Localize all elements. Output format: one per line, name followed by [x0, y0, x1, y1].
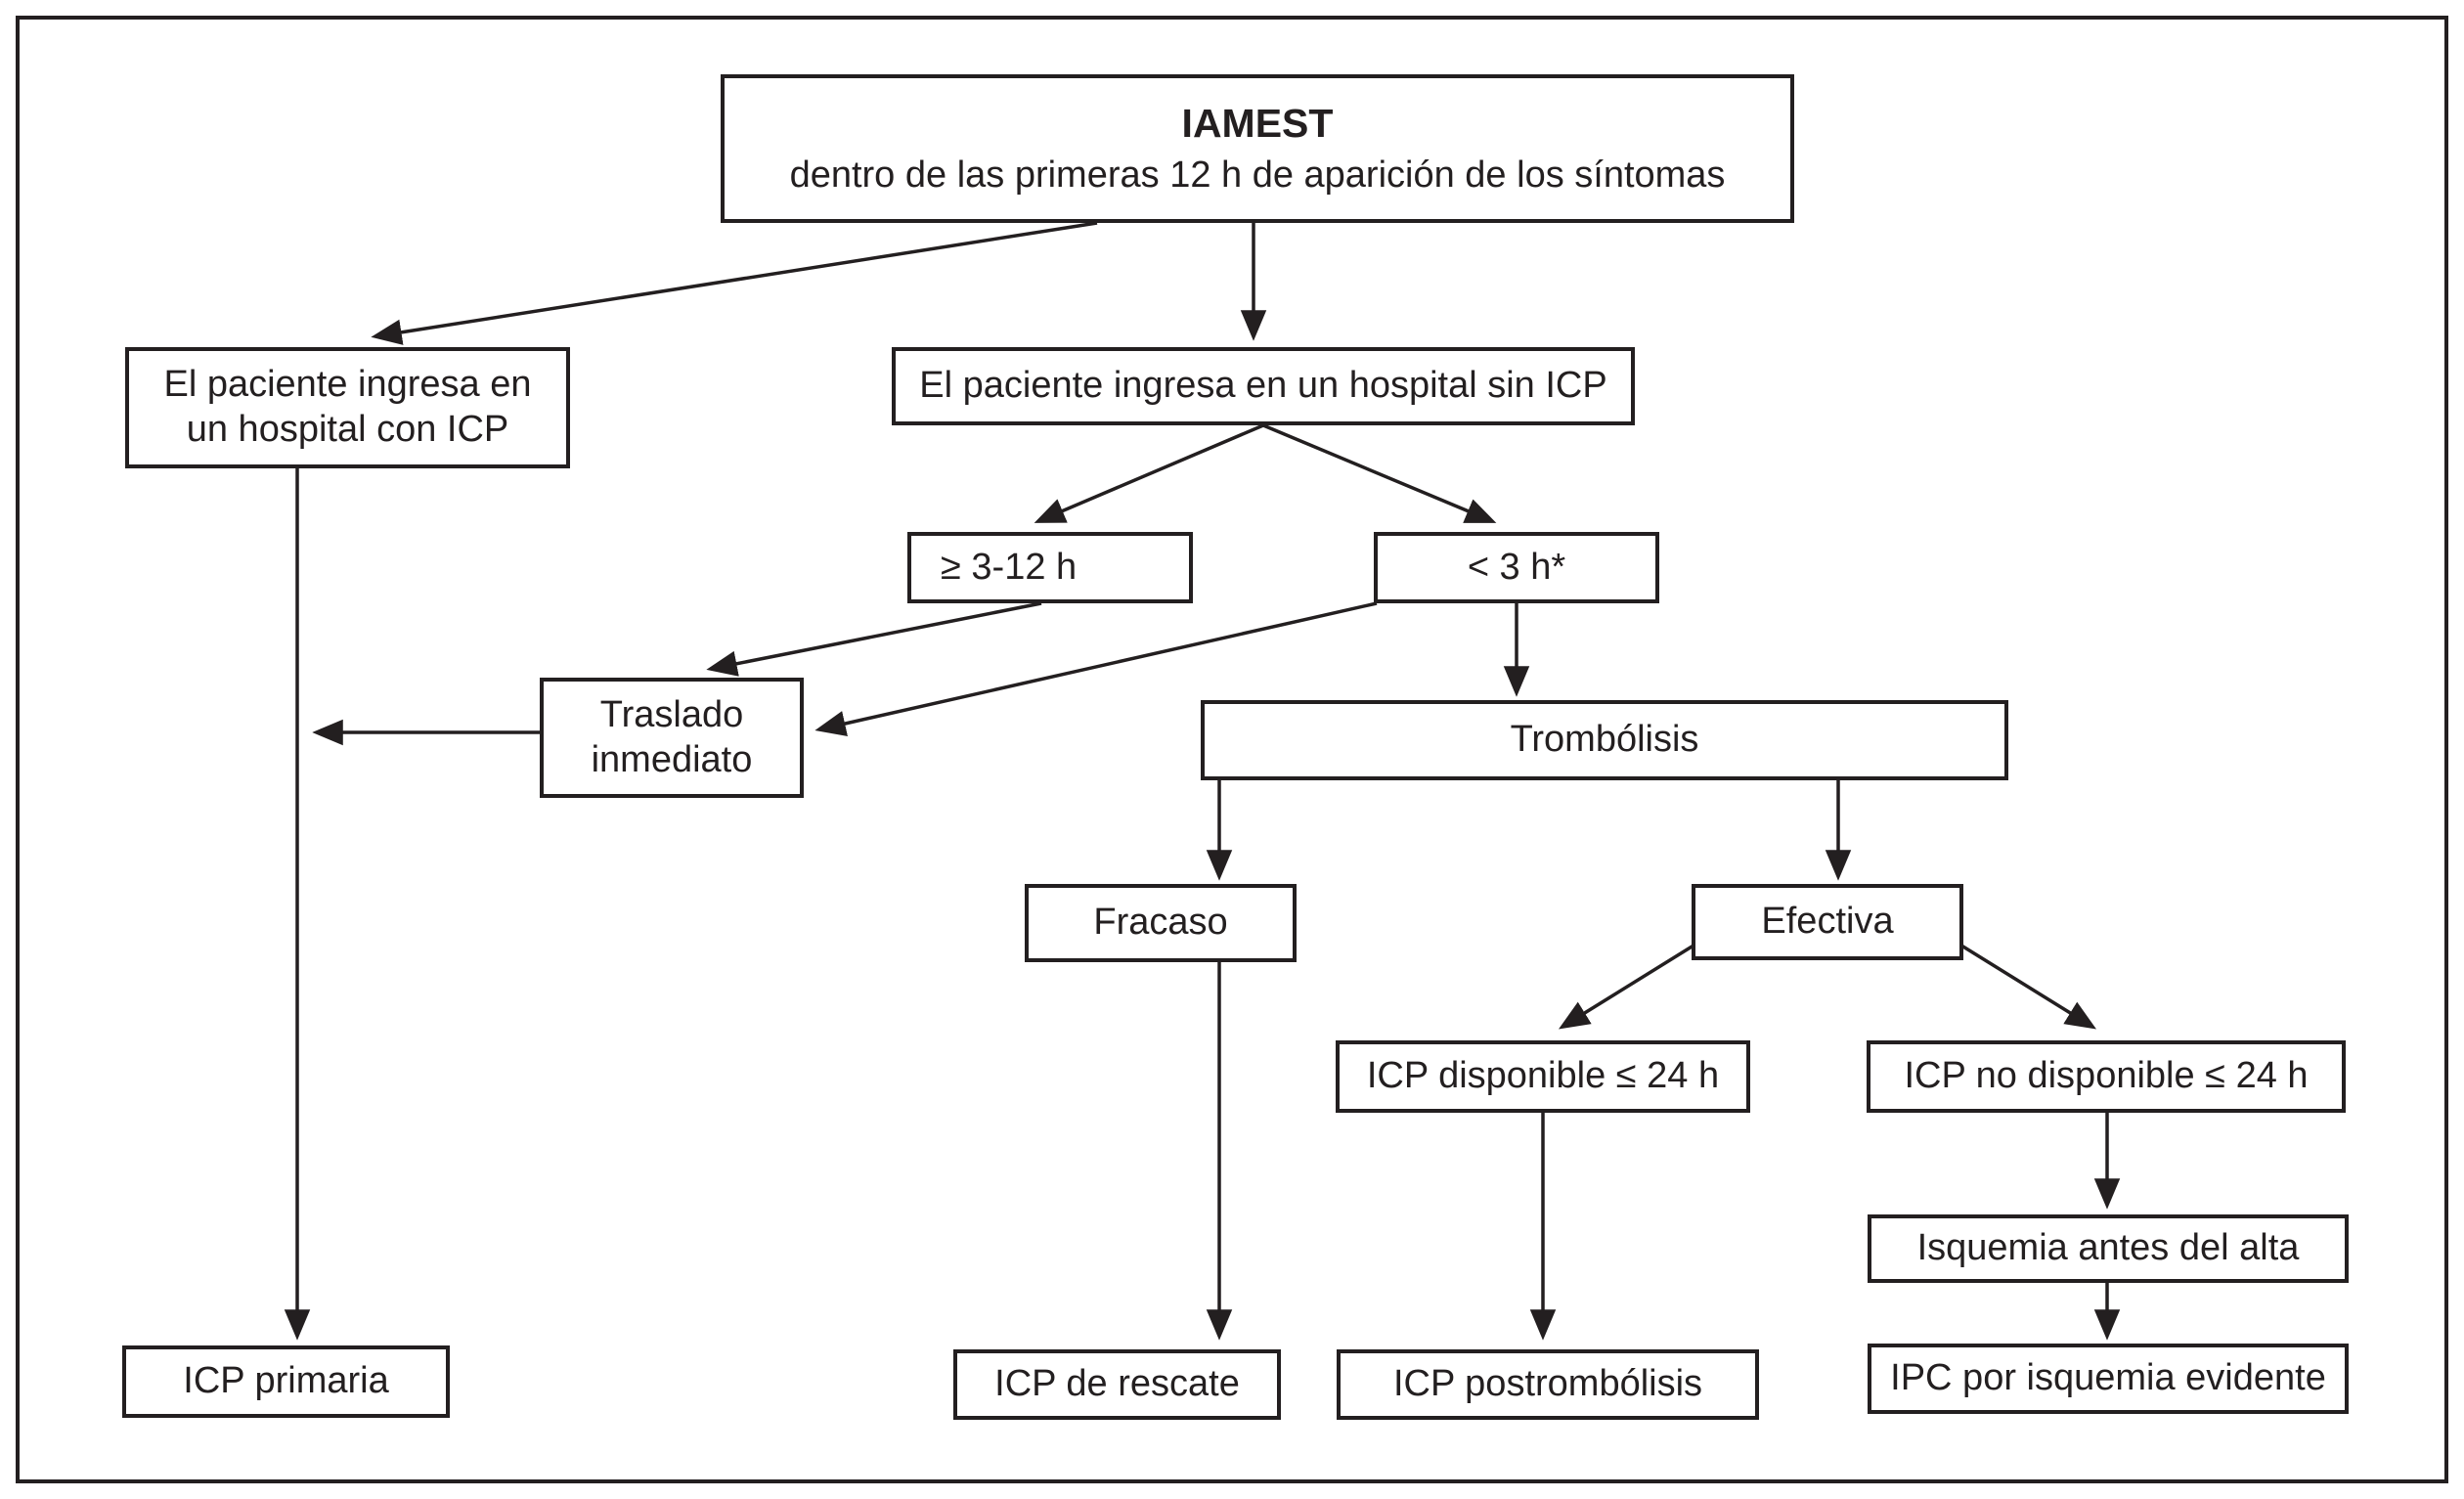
node-icp-postrombolisis: ICP postrombólisis	[1337, 1349, 1759, 1420]
node-efectiva: Efectiva	[1692, 884, 1963, 960]
node-label: ICP primaria	[183, 1360, 389, 1402]
node-label: Trombólisis	[1510, 719, 1699, 761]
node-label: Efectiva	[1761, 901, 1894, 943]
node-label: < 3 h*	[1467, 546, 1566, 588]
node-isquemia-antes-alta: Isquemia antes del alta	[1868, 1214, 2349, 1283]
node-label: Isquemia antes del alta	[1916, 1227, 2300, 1269]
node-traslado-inmediato: Traslado inmediato	[540, 678, 804, 798]
node-hospital-sin-icp: El paciente ingresa en un hospital sin I…	[892, 347, 1635, 425]
node-label: un hospital con ICP	[186, 409, 509, 450]
node-iamest-title: IAMEST	[1181, 100, 1334, 146]
node-hospital-con-icp: El paciente ingresa en un hospital con I…	[125, 347, 570, 468]
node-3-12h: ≥ 3-12 h	[907, 532, 1193, 603]
node-label: ICP postrombólisis	[1392, 1363, 1703, 1405]
arrow-menos-3h-to-traslado	[814, 601, 1378, 736]
node-label: IPC por isquemia evidente	[1890, 1357, 2326, 1399]
arrow-3-12h-to-traslado	[706, 601, 1042, 677]
node-label: Fracaso	[1093, 902, 1228, 944]
node-label: ICP de rescate	[994, 1363, 1240, 1405]
node-icp-no-disponible: ICP no disponible ≤ 24 h	[1867, 1040, 2346, 1113]
figure-border	[16, 16, 2448, 1483]
node-label: El paciente ingresa en un hospital sin I…	[919, 365, 1607, 407]
arrow-efectiva-to-icp-disponible	[1558, 939, 1702, 1030]
arrow-sin-icp-to-menos-3h	[1262, 423, 1497, 523]
node-ipc-isquemia-evidente: IPC por isquemia evidente	[1868, 1344, 2349, 1414]
node-label: ICP disponible ≤ 24 h	[1366, 1055, 1720, 1097]
node-trombolisis: Trombólisis	[1201, 700, 2008, 780]
node-icp-primaria: ICP primaria	[122, 1345, 450, 1418]
node-label: ICP no disponible ≤ 24 h	[1904, 1055, 2309, 1097]
node-label: ≥ 3-12 h	[941, 546, 1078, 588]
node-iamest: IAMEST dentro de las primeras 12 h de ap…	[721, 74, 1794, 223]
node-iamest-subtitle: dentro de las primeras 12 h de aparición…	[789, 154, 1726, 196]
arrow-sin-icp-to-3-12h	[1034, 423, 1264, 523]
node-fracaso: Fracaso	[1025, 884, 1297, 962]
arrow-efectiva-to-icp-no-disponible	[1953, 939, 2097, 1030]
arrow-iamest-to-hospital-con-icp	[371, 221, 1098, 345]
node-label: inmediato	[591, 738, 753, 780]
node-icp-disponible: ICP disponible ≤ 24 h	[1336, 1040, 1750, 1113]
node-icp-rescate: ICP de rescate	[953, 1349, 1281, 1420]
node-label: El paciente ingresa en	[163, 364, 532, 406]
node-menos-3h: < 3 h*	[1374, 532, 1659, 603]
node-label: Traslado	[599, 693, 744, 735]
